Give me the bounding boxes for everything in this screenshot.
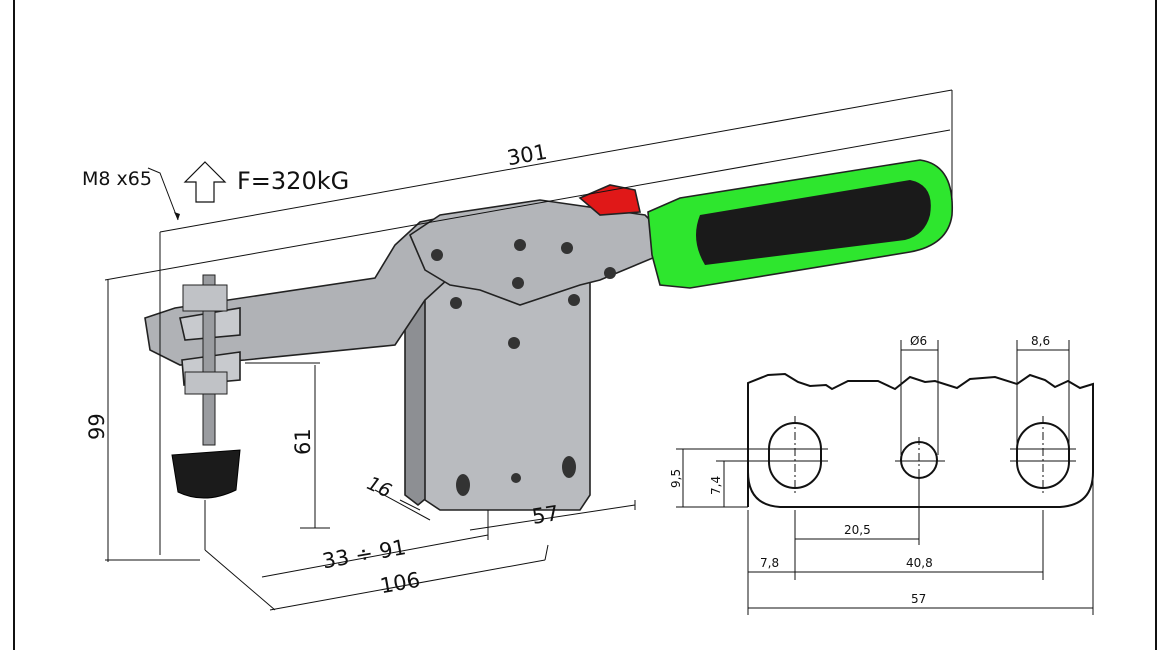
dim-slot-spacing: 40,8 bbox=[906, 556, 933, 570]
release-lever bbox=[578, 184, 641, 216]
pivot-holes bbox=[431, 239, 616, 496]
dim-edge-offset: 7,8 bbox=[760, 556, 779, 570]
dim-base-width: 57 bbox=[530, 501, 560, 529]
rubber-pressure-tip bbox=[171, 449, 241, 499]
main-view-dimensions bbox=[104, 89, 953, 611]
linkage-bracket bbox=[409, 199, 661, 306]
toggle-clamp-illustration bbox=[144, 159, 953, 511]
dim-hole-spacing: 20,5 bbox=[844, 523, 871, 537]
dim-slot-width: 8,6 bbox=[1031, 334, 1050, 348]
dim-adjust-range: 33 ÷ 91 bbox=[320, 535, 407, 573]
dim-spindle-height: 61 bbox=[291, 428, 315, 455]
dim-reach: 106 bbox=[378, 568, 422, 599]
dim-slot-height: 9,5 bbox=[669, 469, 683, 488]
base-plate-detail-view bbox=[676, 340, 1094, 615]
bolt-leader-line bbox=[147, 167, 179, 221]
force-arrow-icon bbox=[183, 161, 227, 203]
dim-overall-length: 301 bbox=[505, 140, 549, 171]
plate-outline bbox=[747, 372, 1094, 508]
frame-border bbox=[13, 0, 1157, 650]
spindle-screw bbox=[202, 274, 216, 446]
hex-nut-upper bbox=[182, 284, 228, 312]
dim-hole-height: 7,4 bbox=[709, 476, 723, 495]
dim-plate-width: 57 bbox=[911, 592, 926, 606]
bolt-spec-callout: M8 x65 bbox=[82, 168, 152, 190]
dim-height: 99 bbox=[85, 413, 109, 440]
handle-rubber-inlay bbox=[696, 180, 931, 265]
dim-hole-diameter: Ø6 bbox=[910, 334, 927, 348]
force-callout: F=320kG bbox=[237, 167, 349, 195]
hex-nut-lower bbox=[184, 371, 228, 395]
